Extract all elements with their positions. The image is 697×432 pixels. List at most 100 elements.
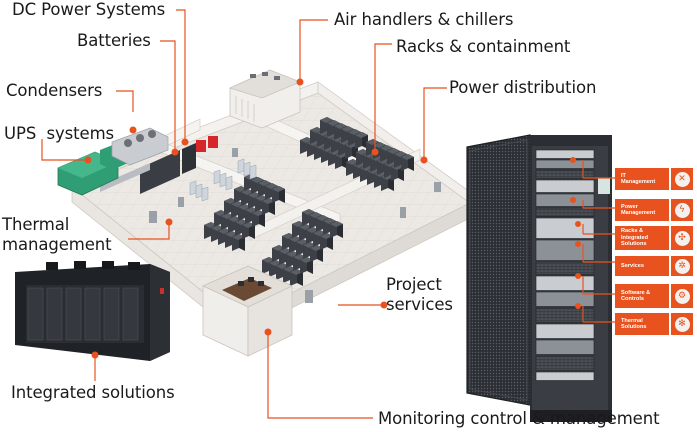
server-unit (535, 207, 595, 217)
panel-item-line1: Thermal (621, 317, 643, 324)
gear-icon: ✲ (671, 256, 693, 276)
ups-cabinet (189, 180, 197, 196)
cabinet-door (84, 287, 101, 341)
server-unit (535, 193, 595, 207)
panel-item-line2: Integrated (621, 234, 649, 241)
server-unit (535, 179, 595, 193)
software-icon-glyph: ⚙ (674, 288, 690, 304)
cabinet-door (103, 287, 120, 341)
rack-unit (310, 245, 323, 262)
panel-item-line1: Software & (621, 289, 651, 296)
rack-unit (272, 186, 285, 203)
rack-unit (345, 142, 358, 159)
panel-item-line1: Power (621, 203, 638, 210)
open-rack-cabinet (466, 134, 612, 422)
label-batteries: Batteries (77, 31, 151, 50)
ups-cabinet (225, 175, 233, 191)
rack-unit (381, 174, 394, 191)
panel-item-line2: Solutions (621, 324, 647, 330)
software-icon: ⚙ (671, 284, 693, 308)
rack-unit (391, 164, 404, 181)
rack-unit (401, 154, 414, 171)
network-icon: ✕ (671, 168, 693, 190)
panel-item-line1: IT (621, 172, 626, 179)
panel-item-line3: Solutions (621, 241, 647, 248)
ups-battery-room (100, 136, 218, 194)
cabinet-door (122, 287, 139, 341)
ups-cabinet (195, 183, 203, 199)
label-racks-containment: Racks & containment (396, 37, 571, 56)
power-bolt-icon-glyph: ϟ (674, 202, 690, 218)
server-unit (535, 307, 595, 323)
rooftop-air-handler (228, 69, 302, 129)
leader-lines (41, 9, 615, 419)
label-project-services: Project services (386, 275, 453, 315)
label-ups-systems: UPS systems (4, 124, 115, 143)
rack-unit (355, 132, 368, 149)
label-project-line1: Project (386, 275, 442, 294)
label-power-distribution: Power distribution (449, 78, 597, 97)
network-icon-glyph: ✕ (674, 171, 690, 187)
cabinet-door (27, 287, 44, 341)
label-integrated-solutions: Integrated solutions (11, 383, 175, 402)
panel-item-label: Software &Controls (621, 290, 650, 303)
ups-cabinet (201, 186, 209, 202)
server-unit (535, 159, 595, 169)
panel-item-line2: Controls (621, 296, 644, 302)
integrated-solutions-cabinets (15, 261, 170, 361)
snowflake-icon-glyph: ✻ (674, 316, 690, 332)
server-unit (535, 275, 595, 291)
server-unit (535, 371, 595, 381)
panel-item-line1: Racks & (621, 228, 644, 235)
ups-cabinet (237, 158, 245, 174)
label-condensers: Condensers (6, 81, 103, 100)
label-dc-power-systems: DC Power Systems (12, 0, 166, 19)
server-unit (535, 149, 595, 159)
rack-icon: ✣ (671, 226, 693, 250)
callout-dots (84, 78, 581, 359)
cabinet-door (46, 287, 63, 341)
panel-item-4[interactable]: Software &Controls (615, 284, 669, 308)
ups-cabinet (243, 161, 251, 177)
snowflake-icon: ✻ (671, 313, 693, 335)
panel-item-label: Services (621, 263, 644, 269)
ups-cabinet (249, 164, 257, 180)
server-unit (535, 339, 595, 355)
server-unit (535, 323, 595, 339)
label-thermal-line2: management (2, 235, 112, 254)
gear-icon-glyph: ✲ (674, 258, 690, 274)
label-project-line2: services (386, 295, 453, 314)
ups-cabinet (219, 172, 227, 188)
rack-icon-glyph: ✣ (674, 230, 690, 246)
server-unit (535, 291, 595, 307)
label-air-handlers-chillers: Air handlers & chillers (334, 10, 514, 29)
control-room (202, 265, 293, 357)
panel-item-line2: Management (621, 179, 656, 185)
panel-item-line2: Management (621, 210, 656, 216)
rack-unit (330, 221, 343, 238)
outdoor-condensers (111, 127, 169, 166)
label-thermal-line1: Thermal (2, 215, 70, 234)
server-unit (535, 355, 595, 371)
ups-cabinet (213, 169, 221, 185)
cabinet-door (65, 287, 82, 341)
server-unit (535, 261, 595, 275)
label-monitoring-control: Monitoring control & management (378, 409, 660, 428)
label-thermal-management: Thermal management (2, 215, 112, 255)
power-bolt-icon: ϟ (671, 199, 693, 221)
server-unit (535, 217, 595, 239)
server-unit (535, 239, 595, 261)
rack-rows (189, 117, 414, 286)
server-unit (535, 169, 595, 179)
panel-item-3[interactable]: Services (615, 256, 669, 276)
panel-item-line1: Services (621, 262, 645, 269)
